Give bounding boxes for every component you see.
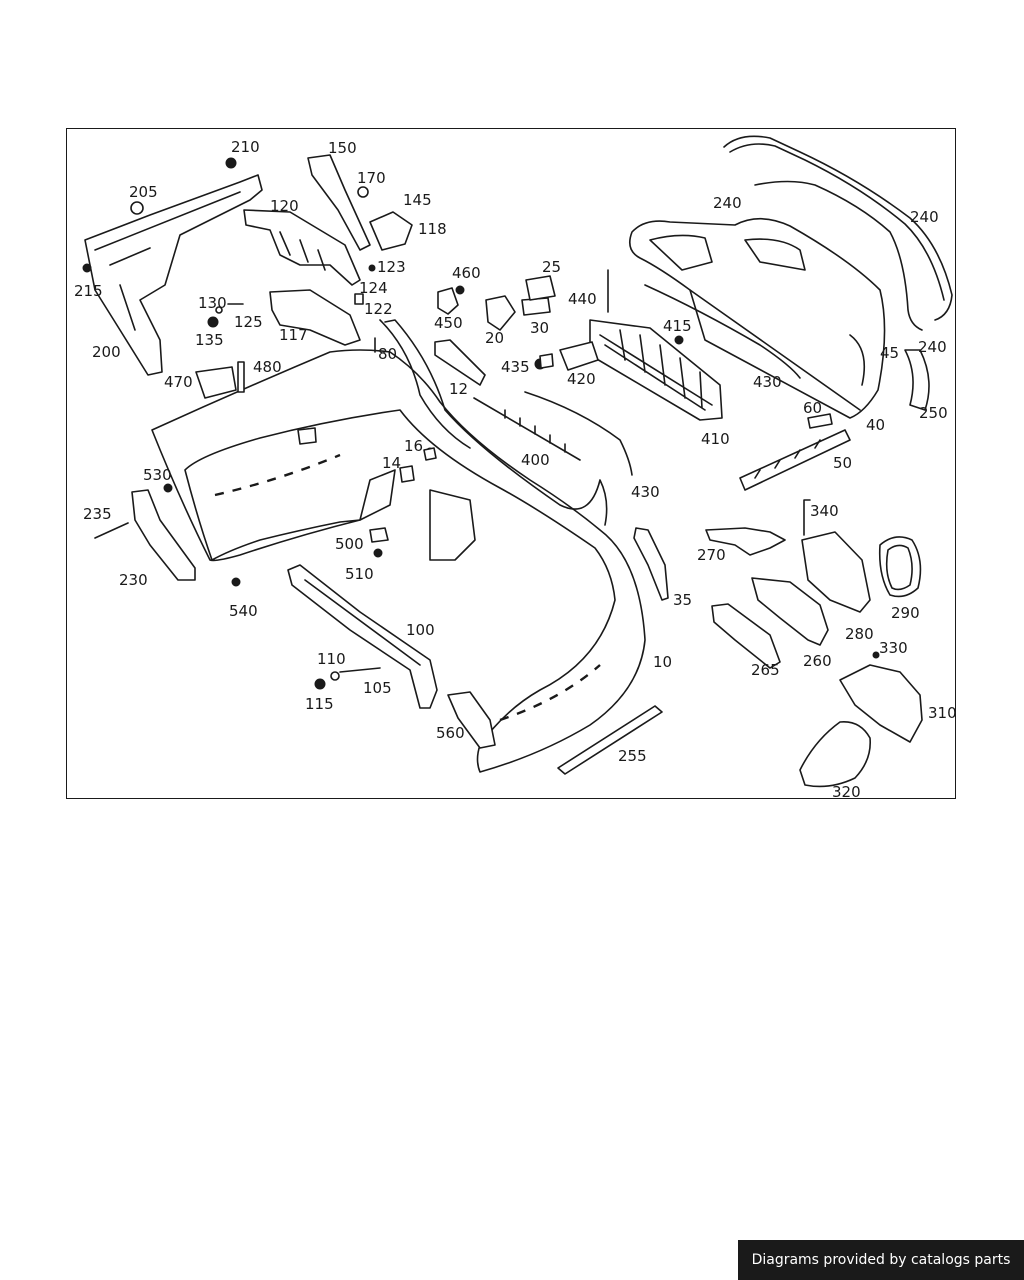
callout: 120 — [270, 197, 299, 215]
callout: 415 — [663, 317, 692, 335]
callout: 280 — [845, 625, 874, 643]
callout-numbers: 210 150 170 205 145 118 120 123 124 460 … — [74, 138, 957, 801]
callout: 270 — [697, 546, 726, 564]
diagram-frame — [66, 128, 956, 799]
callout: 560 — [436, 724, 465, 742]
callout: 500 — [335, 535, 364, 553]
callout: 125 — [234, 313, 263, 331]
callout: 450 — [434, 314, 463, 332]
callout: 16 — [404, 437, 423, 455]
callout: 122 — [364, 300, 393, 318]
callout: 235 — [83, 505, 112, 523]
callout: 480 — [253, 358, 282, 376]
callout: 115 — [305, 695, 334, 713]
callout: 470 — [164, 373, 193, 391]
callout: 100 — [406, 621, 435, 639]
callout: 240 — [713, 194, 742, 212]
callout: 60 — [803, 399, 822, 417]
callout: 320 — [832, 783, 861, 801]
callout: 105 — [363, 679, 392, 697]
callout: 80 — [378, 345, 397, 363]
callout: 240 — [918, 338, 947, 356]
callout: 310 — [928, 704, 957, 722]
callout: 25 — [542, 258, 561, 276]
bumper-cover-drawing — [151, 349, 646, 773]
callout: 420 — [567, 370, 596, 388]
callout: 260 — [803, 652, 832, 670]
callout: 118 — [418, 220, 447, 238]
callout: 170 — [357, 169, 386, 187]
callout: 20 — [485, 329, 504, 347]
callout: 265 — [751, 661, 780, 679]
callout: 530 — [143, 466, 172, 484]
callout: 135 — [195, 331, 224, 349]
callout: 50 — [833, 454, 852, 472]
callout: 124 — [359, 279, 388, 297]
callout: 215 — [74, 282, 103, 300]
callout: 145 — [403, 191, 432, 209]
callout: 10 — [653, 653, 672, 671]
callout: 200 — [92, 343, 121, 361]
callout: 110 — [317, 650, 346, 668]
trim-strip-drawing — [723, 135, 953, 321]
part-drawings — [82, 135, 953, 788]
callout: 240 — [910, 208, 939, 226]
left-bracket-drawing — [84, 174, 263, 376]
callout: 460 — [452, 264, 481, 282]
callout: 35 — [673, 591, 692, 609]
callout: 440 — [568, 290, 597, 308]
callout: 14 — [382, 454, 401, 472]
callout: 400 — [521, 451, 550, 469]
callout: 435 — [501, 358, 530, 376]
callout: 430 — [631, 483, 660, 501]
callout: 510 — [345, 565, 374, 583]
rail-drawing — [739, 429, 851, 491]
lower-trim-drawing — [287, 564, 438, 709]
callout: 130 — [198, 294, 227, 312]
callout: 540 — [229, 602, 258, 620]
callout: 123 — [377, 258, 406, 276]
callout: 430 — [753, 373, 782, 391]
callout: 330 — [879, 639, 908, 657]
callout: 150 — [328, 139, 357, 157]
callout: 255 — [618, 747, 647, 765]
tailpipe-drawing — [799, 721, 872, 788]
callout: 205 — [129, 183, 158, 201]
callout: 45 — [880, 344, 899, 362]
callout: 230 — [119, 571, 148, 589]
callout: 12 — [449, 380, 468, 398]
callout: 410 — [701, 430, 730, 448]
callout: 250 — [919, 404, 948, 422]
callout: 117 — [279, 326, 308, 344]
callout: 30 — [530, 319, 549, 337]
diffuser-drawing — [629, 217, 886, 419]
credit-footer: Diagrams provided by catalogs parts — [738, 1240, 1024, 1280]
callout: 40 — [866, 416, 885, 434]
callout: 210 — [231, 138, 260, 156]
callout: 290 — [891, 604, 920, 622]
callout: 340 — [810, 502, 839, 520]
